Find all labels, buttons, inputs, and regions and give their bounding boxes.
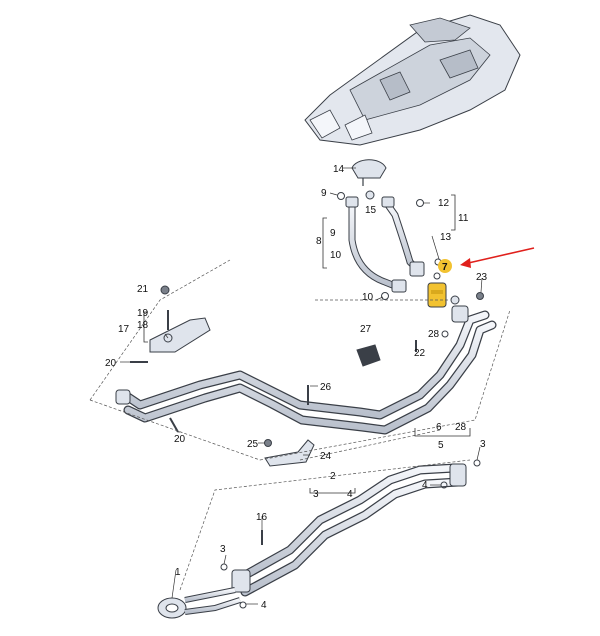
callout-23: 23 — [476, 272, 488, 283]
callout-16: 16 — [256, 512, 268, 523]
callout-6: 6 — [436, 422, 442, 433]
clip-part — [351, 159, 387, 186]
callout-4: 4 — [422, 480, 428, 491]
callout-20b: 20 — [174, 434, 186, 445]
callout-9b: 9 — [330, 228, 336, 239]
callout-17: 17 — [118, 324, 130, 335]
callout-10: 10 — [330, 250, 342, 261]
callout-27: 27 — [360, 324, 372, 335]
callout-7: 7 — [442, 262, 448, 273]
bracket-lines — [143, 194, 471, 494]
callout-labels: 14 9 15 12 11 9 8 10 13 7 23 10 28 27 22… — [105, 164, 488, 611]
callout-10b: 10 — [362, 292, 374, 303]
red-pointer-arrow — [460, 247, 535, 268]
middle-refrigerant-lines — [115, 305, 497, 435]
callout-8: 8 — [316, 236, 322, 247]
mounting-bracket — [130, 285, 211, 433]
callout-2: 2 — [330, 471, 336, 482]
callout-20: 20 — [105, 358, 117, 369]
lower-refrigerant-lines — [220, 459, 481, 609]
callout-4b: 4 — [347, 489, 353, 500]
callout-28: 28 — [428, 329, 440, 340]
callout-12: 12 — [438, 198, 450, 209]
callout-26: 26 — [320, 382, 332, 393]
callout-9: 9 — [321, 188, 327, 199]
callout-14: 14 — [333, 164, 345, 175]
callout-5: 5 — [438, 440, 444, 451]
callout-4c: 4 — [261, 600, 267, 611]
callout-22: 22 — [414, 348, 426, 359]
callout-28b: 28 — [455, 422, 467, 433]
callout-3b: 3 — [313, 489, 319, 500]
callout-24: 24 — [320, 451, 332, 462]
callout-18: 18 — [137, 320, 149, 331]
hvac-housing — [304, 14, 521, 146]
callout-3: 3 — [480, 439, 486, 450]
callout-15: 15 — [365, 205, 377, 216]
callout-1: 1 — [175, 567, 181, 578]
grouping-lines — [89, 259, 511, 591]
callout-21: 21 — [137, 284, 149, 295]
callout-13: 13 — [440, 232, 452, 243]
callout-25: 25 — [247, 439, 259, 450]
pipe-flange — [157, 587, 241, 619]
callout-11: 11 — [458, 213, 469, 224]
callout-3c: 3 — [220, 544, 226, 555]
leader-lines — [120, 167, 483, 605]
callout-19: 19 — [137, 308, 149, 319]
upper-refrigerant-lines — [337, 190, 425, 300]
expansion-valve — [427, 258, 484, 308]
